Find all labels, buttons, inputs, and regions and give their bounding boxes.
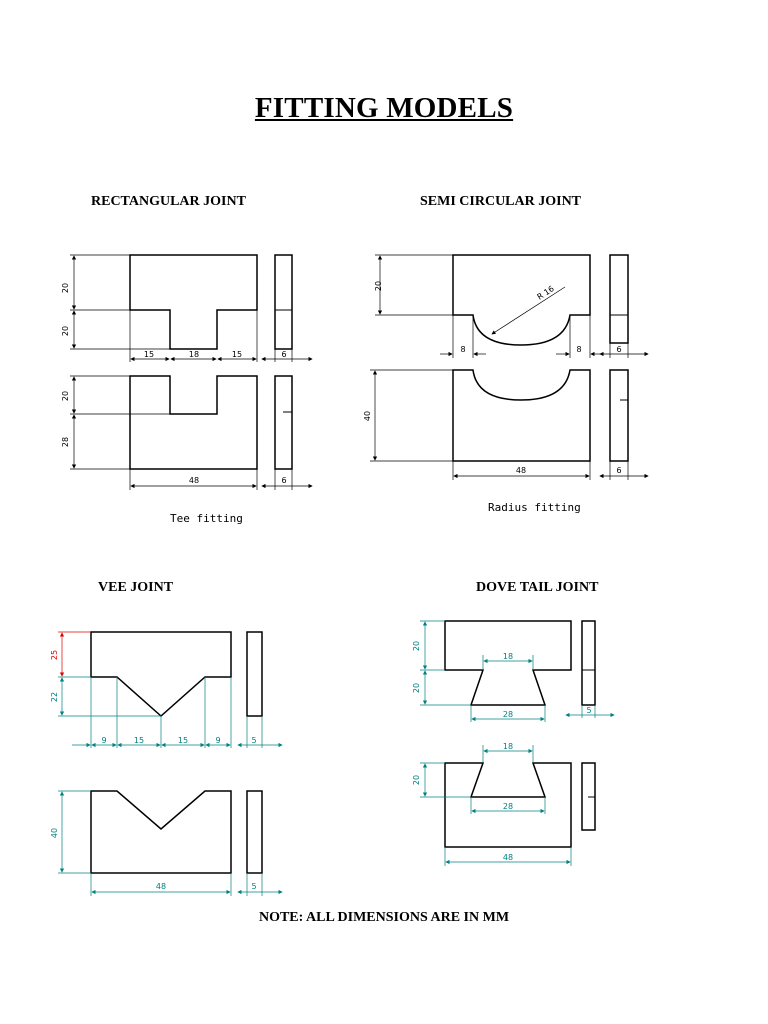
vee-top-outline bbox=[90, 631, 232, 718]
semicircular-top-side-view bbox=[609, 254, 629, 344]
semi-dim-radius: R 16 bbox=[536, 284, 556, 302]
semi-dim-thickness: 6 bbox=[616, 345, 621, 354]
vee-bottom-outline bbox=[90, 790, 232, 874]
tee-bottom-side-view bbox=[274, 375, 293, 470]
rect-dim-stem-height: 20 bbox=[61, 326, 70, 336]
dove-dim-bottom-height: 20 bbox=[412, 775, 421, 785]
dove-dim-bottom-top: 18 bbox=[503, 742, 513, 751]
semicircular-joint-heading: SEMI CIRCULAR JOINT bbox=[420, 194, 582, 209]
rect-dim-top-height: 20 bbox=[61, 283, 70, 293]
vee-joint-drawing bbox=[90, 631, 263, 874]
dove-dim-tail-bottom: 28 bbox=[503, 710, 513, 719]
semi-dim-bottom-height: 40 bbox=[363, 411, 372, 421]
semi-dim-top-height: 20 bbox=[374, 281, 383, 291]
units-note: NOTE: ALL DIMENSIONS ARE IN MM bbox=[258, 910, 510, 925]
semicircular-bottom-side-view bbox=[609, 369, 629, 462]
vee-dim-seg2: 15 bbox=[134, 736, 144, 745]
vee-dim-seg3: 15 bbox=[178, 736, 188, 745]
vee-dim-bottom-height: 40 bbox=[50, 828, 59, 838]
vee-dim-bottom-width: 48 bbox=[156, 882, 166, 891]
vee-bottom-side-view bbox=[246, 790, 263, 874]
dove-dim-tail-height: 20 bbox=[412, 683, 421, 693]
radius-fitting-caption: Radius fitting bbox=[488, 501, 581, 514]
rectangular-joint-drawing bbox=[129, 254, 293, 470]
vee-dim-depth: 22 bbox=[50, 692, 59, 702]
rect-dim-bottom-upper: 20 bbox=[61, 391, 70, 401]
dove-dim-thickness: 5 bbox=[586, 706, 591, 715]
rectangular-joint-heading: RECTANGULAR JOINT bbox=[91, 194, 246, 209]
rect-dim-right-step: 15 bbox=[232, 350, 242, 359]
dovetail-top-side-view bbox=[581, 620, 596, 706]
semicircular-bottom-outline bbox=[452, 369, 591, 462]
dovetail-joint-heading: DOVE TAIL JOINT bbox=[476, 580, 599, 595]
dove-dim-top-height: 20 bbox=[412, 641, 421, 651]
tee-top-outline bbox=[129, 254, 258, 350]
tee-bottom-outline bbox=[129, 375, 258, 470]
dovetail-joint-drawing bbox=[444, 620, 596, 848]
vee-dim-seg1: 9 bbox=[101, 736, 106, 745]
vee-joint-heading: VEE JOINT bbox=[98, 580, 174, 595]
semicircular-top-outline bbox=[452, 254, 591, 346]
rect-dim-bottom-width: 48 bbox=[189, 476, 199, 485]
dove-dim-bottom-bottom: 28 bbox=[503, 802, 513, 811]
semi-dim-bottom-width: 48 bbox=[516, 466, 526, 475]
semi-dim-left-step: 8 bbox=[460, 345, 465, 354]
vee-dim-thickness: 5 bbox=[251, 736, 256, 745]
semi-dim-bottom-thickness: 6 bbox=[616, 466, 621, 475]
page-title: FITTING MODELS bbox=[254, 92, 514, 124]
vee-top-side-view bbox=[246, 631, 263, 717]
rect-dim-slot: 18 bbox=[189, 350, 199, 359]
rect-dim-bottom-thickness: 6 bbox=[281, 476, 286, 485]
tee-top-side-view bbox=[274, 254, 293, 350]
vee-dim-seg4: 9 bbox=[215, 736, 220, 745]
rect-dim-left-step: 15 bbox=[144, 350, 154, 359]
tee-fitting-caption: Tee fitting bbox=[170, 512, 243, 525]
dovetail-top-outline bbox=[444, 620, 572, 706]
rect-dim-thickness: 6 bbox=[281, 350, 286, 359]
dove-dim-tail-top: 18 bbox=[503, 652, 513, 661]
vee-dim-top-height: 25 bbox=[50, 650, 59, 660]
semicircular-joint-drawing bbox=[452, 254, 629, 462]
rect-dim-bottom-lower: 28 bbox=[61, 437, 70, 447]
semi-dim-right-step: 8 bbox=[576, 345, 581, 354]
vee-dim-bottom-thickness: 5 bbox=[251, 882, 256, 891]
dove-dim-bottom-width: 48 bbox=[503, 853, 513, 862]
